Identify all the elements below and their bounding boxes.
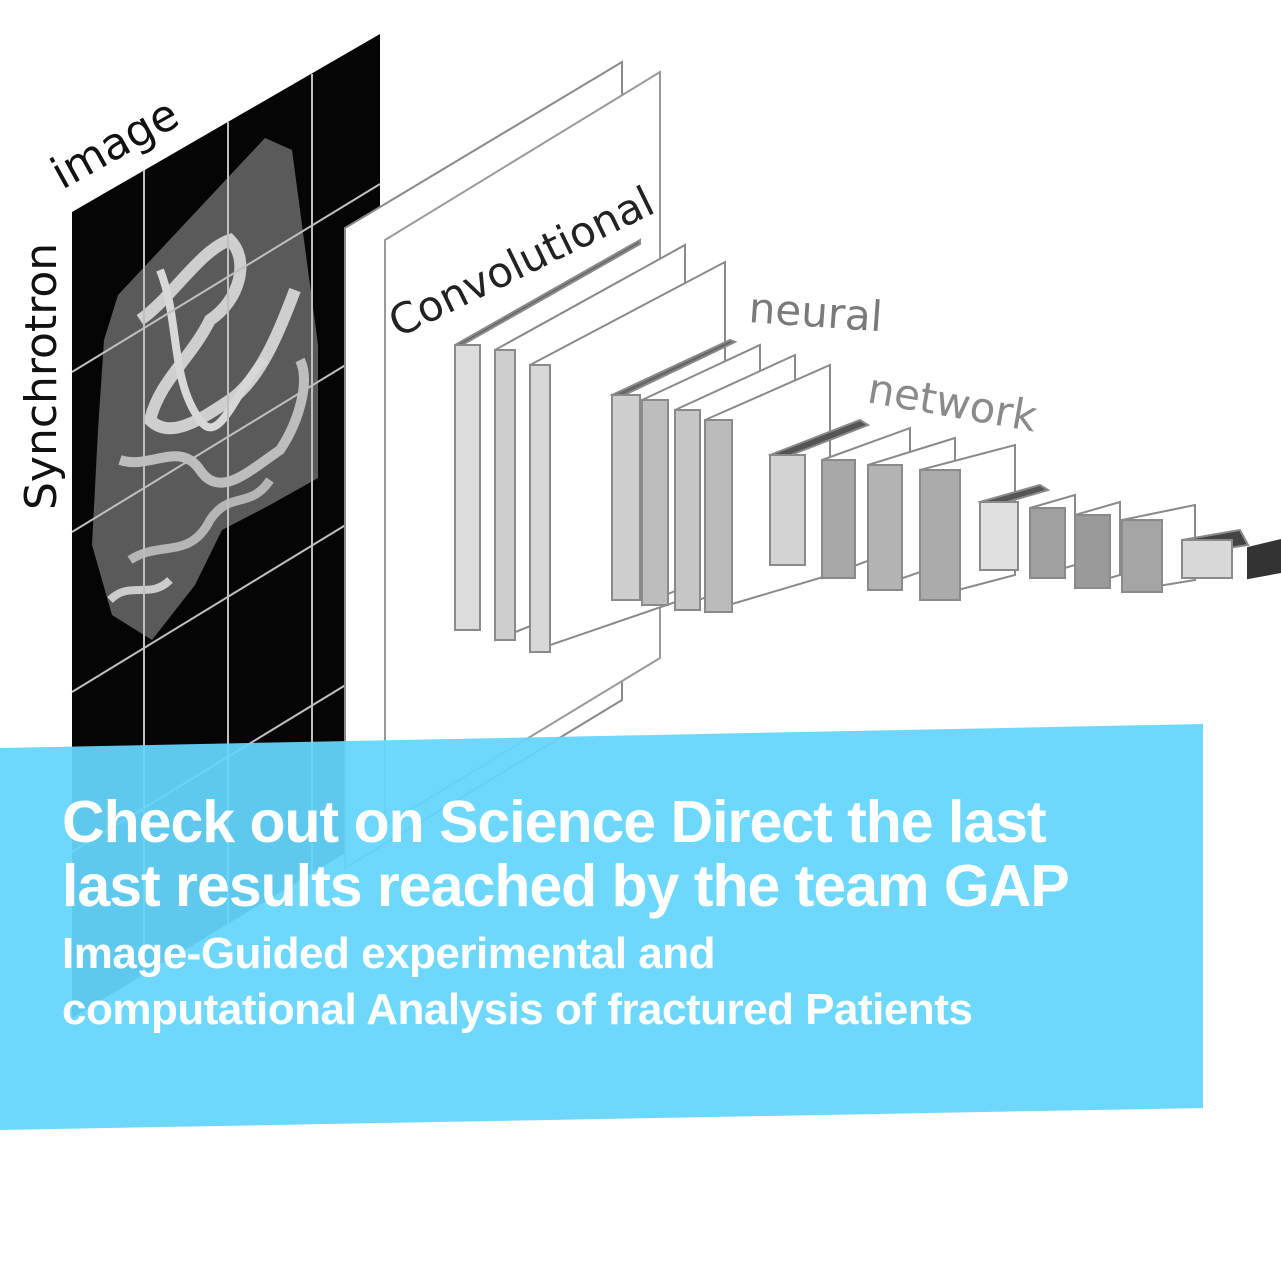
cnn-layers <box>344 60 1281 870</box>
label-network: network <box>864 364 1041 442</box>
label-neural: neural <box>747 283 884 341</box>
bone-sample-texture <box>92 138 318 640</box>
label-synchrotron: Synchrotron <box>16 243 67 510</box>
banner-background <box>0 724 1203 1130</box>
